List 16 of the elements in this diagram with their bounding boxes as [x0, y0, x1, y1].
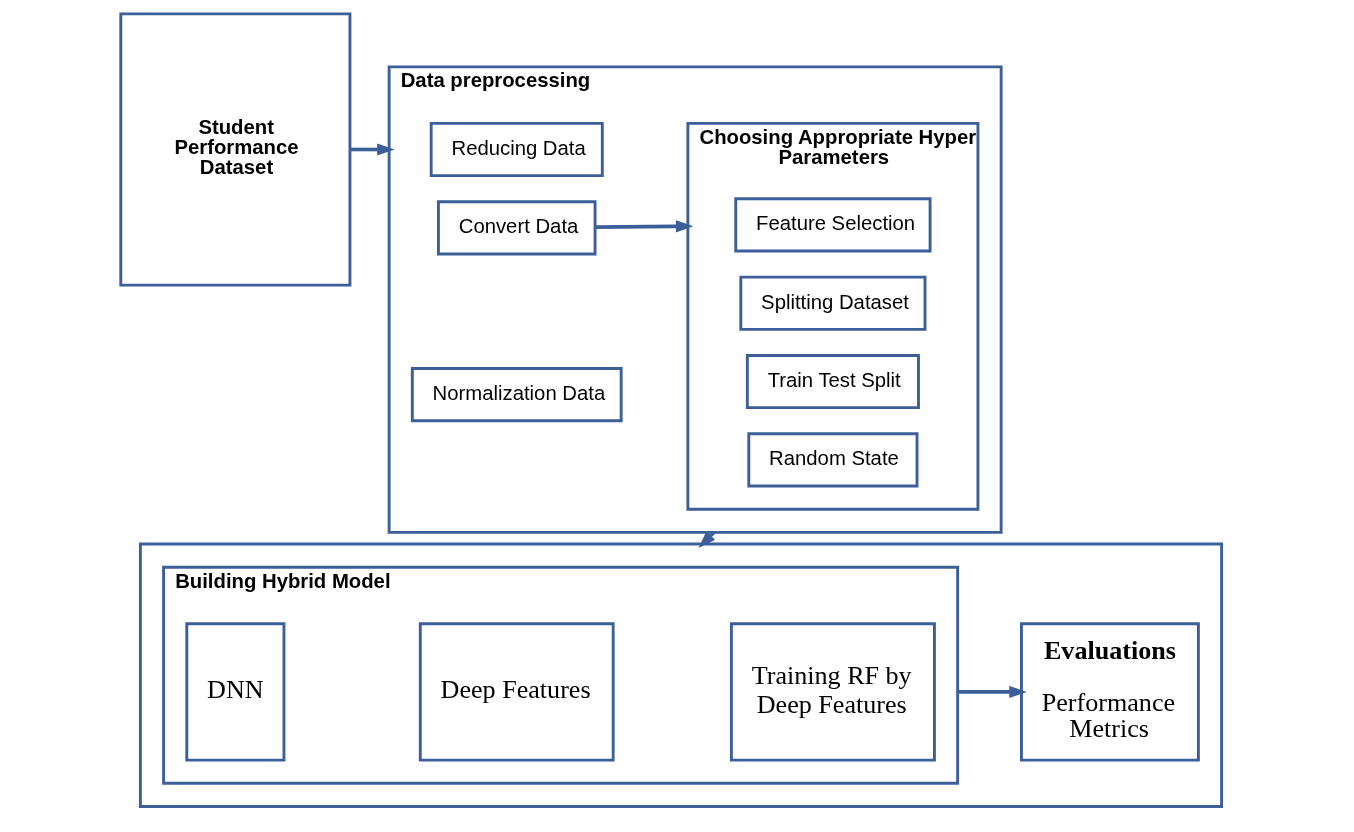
node-box: Evaluations Performance Metrics [1020, 622, 1200, 762]
node-box: Convert Data [436, 200, 597, 256]
node-box: Feature Selection [734, 197, 932, 253]
node-box: Deep Features [418, 622, 615, 762]
cluster [138, 542, 1224, 808]
node-box: Random State [747, 432, 919, 488]
node-box: Training RF by Deep Features [729, 622, 936, 762]
node-box: Reducing Data [429, 121, 604, 178]
node-box: Normalization Data [410, 367, 623, 423]
node-box: Student Performance Dataset [119, 12, 352, 287]
arrow [350, 143, 395, 156]
node-box: Splitting Dataset [739, 275, 927, 331]
arrow [957, 685, 1027, 699]
node-box: Train Test Split [745, 354, 920, 410]
arrow [595, 220, 694, 233]
node-box: DNN [185, 622, 286, 762]
